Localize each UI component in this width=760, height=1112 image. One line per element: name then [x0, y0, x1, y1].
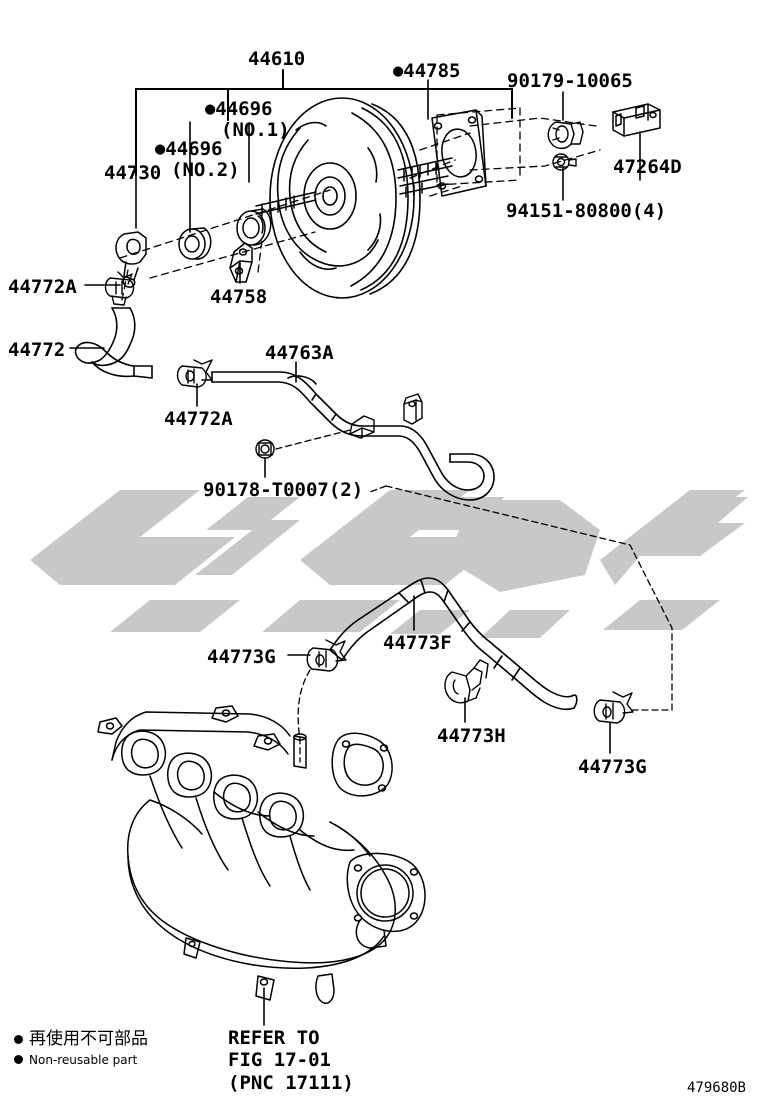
part-44773H-clip — [444, 659, 489, 704]
legend-row-jp: 再使用不可部品 — [14, 1029, 148, 1050]
part-47264D-bracket — [612, 103, 661, 137]
reference-note: REFER TO FIG 17-01 (PNC 17111) — [228, 1027, 354, 1094]
legend-jp-text: 再使用不可部品 — [29, 1029, 148, 1049]
label-text: 94151-80800(4) — [506, 200, 667, 222]
nonreusable-dot-icon — [14, 1035, 23, 1045]
part-44773G-clamp-right — [593, 691, 634, 724]
part-44696-no1 — [178, 227, 212, 260]
reference-line-2: FIG 17-01 — [228, 1049, 331, 1072]
label-text: 90178-T0007(2) — [203, 479, 364, 501]
legend-nonreusable: 再使用不可部品 Non-reusable part — [14, 1029, 148, 1067]
label-44773G-right: 44773G — [578, 758, 647, 777]
label-text: 44696 — [215, 98, 273, 120]
label-90178-T0007: 90178-T0007(2) — [203, 481, 363, 500]
label-44763A: 44763A — [265, 344, 334, 363]
label-text: 44773F — [383, 632, 452, 654]
label-text: 47264D — [613, 156, 682, 178]
label-text: 44772 — [8, 339, 66, 361]
reference-line-1: REFER TO — [228, 1027, 320, 1049]
label-text: 44773G — [578, 756, 647, 778]
part-44763A-bracket — [349, 393, 423, 439]
legend-row-en: Non-reusable part — [14, 1053, 148, 1067]
label-text: 44763A — [265, 342, 334, 364]
nonreusable-dot-icon: ● — [155, 139, 166, 159]
label-text: 44758 — [210, 286, 268, 308]
label-44773G-left: 44773G — [207, 648, 276, 667]
leader-bracket-44610 — [135, 69, 513, 176]
label-44758: 44758 — [210, 288, 267, 307]
label-44772: 44772 — [8, 341, 65, 360]
label-text: 44610 — [248, 48, 306, 70]
label-text: 44772A — [8, 276, 77, 298]
part-94151-bolt — [552, 153, 577, 171]
label-44730: 44730 — [104, 164, 161, 183]
label-94151-80800: 94151-80800(4) — [506, 202, 666, 221]
dash-44773G-right — [369, 485, 673, 711]
label-text: 44730 — [104, 162, 162, 184]
diagram-code: 479680B — [686, 1080, 746, 1096]
label-text: 44785 — [403, 60, 461, 82]
label-44772A-mid: 44772A — [164, 410, 233, 429]
intake-manifold — [97, 705, 426, 1004]
dash-44773G-left — [297, 669, 311, 763]
part-90178-nut — [255, 439, 275, 459]
label-44773F: 44773F — [383, 634, 452, 653]
nonreusable-dot-icon: ● — [393, 61, 404, 81]
part-44772A-clamp-mid — [176, 359, 213, 388]
part-44730-clevis — [115, 231, 147, 288]
label-44785: ●44785 — [393, 62, 460, 81]
label-90179-10065: 90179-10065 — [507, 72, 633, 91]
part-44773F-hose — [329, 577, 578, 711]
label-sub: (NO.2) — [171, 159, 240, 181]
label-44773H: 44773H — [437, 727, 506, 746]
label-47264D: 47264D — [613, 158, 682, 177]
brake-booster-body — [269, 97, 421, 299]
label-text: 44773H — [437, 725, 506, 747]
part-44772-hose — [74, 307, 153, 379]
part-90179-nut — [547, 121, 584, 150]
label-text: 44772A — [164, 408, 233, 430]
part-44696-no2 — [236, 208, 272, 246]
part-44785-plate — [431, 109, 487, 197]
nonreusable-dot-icon — [14, 1055, 23, 1065]
dash-90178 — [275, 429, 351, 450]
part-44773G-clamp-left — [306, 639, 347, 672]
label-text: 90179-10065 — [507, 70, 633, 92]
label-44610: 44610 — [248, 50, 305, 69]
legend-en-text: Non-reusable part — [29, 1052, 138, 1067]
label-44696-no1: ●44696 (NO.1) — [205, 100, 290, 140]
label-sub: (NO.1) — [221, 119, 290, 141]
label-text: 44773G — [207, 646, 276, 668]
part-44763A-tube — [211, 371, 495, 501]
label-44772A-upper: 44772A — [8, 278, 77, 297]
label-text: 44696 — [165, 138, 223, 160]
reference-line-3: (PNC 17111) — [228, 1071, 354, 1094]
nonreusable-dot-icon: ● — [205, 99, 216, 119]
part-44758-bracket — [229, 242, 253, 283]
label-44696-no2: ●44696 (NO.2) — [155, 140, 240, 180]
part-44772A-clamp-upper — [104, 271, 135, 306]
